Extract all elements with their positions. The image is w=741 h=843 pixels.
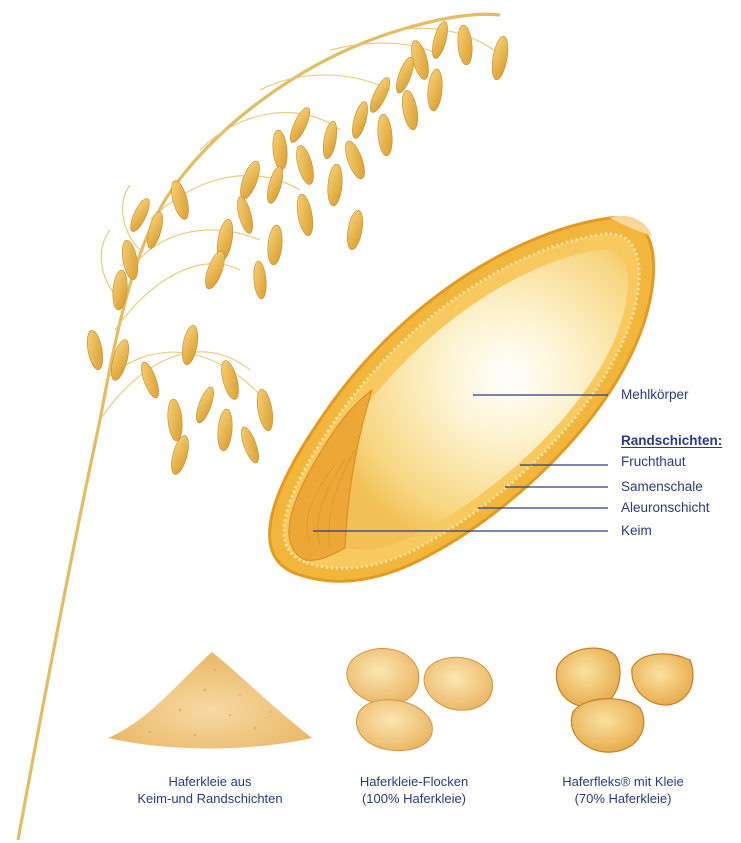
caption-haferfleks-line1: Haferfleks® mit Kleie <box>523 773 723 790</box>
bran-pile-image <box>108 652 312 749</box>
label-fruchthaut: Fruchthaut <box>621 454 686 470</box>
label-aleuronschicht: Aleuronschicht <box>621 500 710 516</box>
caption-haferkleie: Haferkleie aus Keim-und Randschichten <box>110 773 310 807</box>
caption-haferfleks-line2: (70% Haferkleie) <box>523 790 723 807</box>
caption-flocken-line1: Haferkleie-Flocken <box>314 773 514 790</box>
caption-haferkleie-line2: Keim-und Randschichten <box>110 790 310 807</box>
label-mehlkoerper: Mehlkörper <box>621 387 689 403</box>
caption-haferfleks: Haferfleks® mit Kleie (70% Haferkleie) <box>523 773 723 807</box>
label-randschichten-heading: Randschichten: <box>621 433 722 449</box>
label-samenschale: Samenschale <box>621 479 703 495</box>
label-keim: Keim <box>621 523 652 539</box>
haferfleks-image <box>556 648 693 752</box>
grain-cross-section <box>270 216 654 581</box>
caption-haferkleie-flocken: Haferkleie-Flocken (100% Haferkleie) <box>314 773 514 807</box>
bran-flakes-image <box>347 649 493 751</box>
caption-flocken-line2: (100% Haferkleie) <box>314 790 514 807</box>
caption-haferkleie-line1: Haferkleie aus <box>110 773 310 790</box>
